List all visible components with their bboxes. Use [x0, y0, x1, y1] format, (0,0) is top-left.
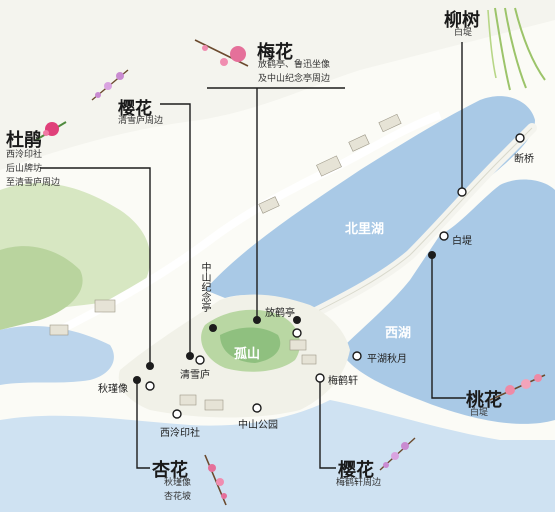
azalea-title: 杜鹃	[6, 130, 42, 151]
plum-title: 梅花	[257, 42, 293, 63]
willow-line-1: 白堤	[454, 28, 473, 38]
plum-line-1: 放鹤亭、鲁迅坐像	[258, 60, 331, 70]
plum-dot	[253, 316, 261, 324]
zhongshan-park-label: 中山公园	[238, 420, 278, 431]
peach-title: 桃花	[466, 390, 502, 411]
apricot-leader	[136, 380, 150, 469]
baidi-label: 白堤	[452, 236, 472, 247]
peach-line-1: 白堤	[470, 408, 489, 418]
apricot-line-2: 杏花坡	[164, 492, 192, 502]
sakura-icon-bottom	[379, 437, 416, 471]
azalea-dot	[146, 362, 154, 370]
peach-dot	[428, 251, 436, 259]
south-water	[0, 400, 555, 512]
buildings	[49, 113, 402, 411]
baidi-causeway-edge	[299, 127, 533, 321]
sakura-bottom-line-1: 梅鹤轩周边	[336, 478, 382, 488]
xiling-dot	[172, 409, 182, 419]
willow-icon	[487, 7, 546, 91]
willow-dot	[457, 187, 467, 197]
west-lake-label: 西湖	[385, 326, 412, 341]
azalea-line-1: 西泠印社	[6, 150, 43, 160]
willow-title: 柳树	[444, 10, 480, 31]
sakura-bottom-title: 樱花	[338, 460, 374, 481]
left-hill-shade	[0, 246, 83, 330]
location-dots	[133, 133, 525, 419]
west-lake	[340, 179, 555, 424]
qingxuelu-dot	[195, 355, 205, 365]
sakura-icon	[91, 69, 129, 101]
sakura-top-line-1: 清雪庐周边	[118, 116, 164, 126]
apricot-dot	[133, 376, 141, 384]
zhongshan-park-dot	[252, 403, 262, 413]
qiujin-dot	[145, 381, 155, 391]
baidi-dot	[439, 231, 449, 241]
qingxuelu-label: 清雪庐	[180, 370, 210, 381]
north-inner-lake-label: 北里湖	[345, 222, 385, 237]
zhongshan-pavilion-label: 中山纪念亭	[199, 262, 210, 312]
zhongshan-pavilion-dot	[209, 324, 217, 332]
sakura-top-title: 樱花	[118, 99, 152, 119]
leader-lines	[40, 42, 466, 469]
north-inner-lake	[205, 96, 535, 310]
peach-blossom-icon	[489, 374, 546, 401]
plum-blossom-icon	[194, 39, 249, 67]
meihexuan-label: 梅鹤轩	[328, 376, 358, 387]
azalea-icon	[35, 121, 67, 141]
apricot-blossom-icon	[204, 454, 227, 506]
azalea-leader	[40, 167, 151, 366]
duanqiao-label: 断桥	[514, 154, 534, 165]
azalea-line-2: 后山牌坊	[6, 164, 43, 174]
meihexuan-dot	[315, 373, 325, 383]
xiling-label: 西泠印社	[160, 428, 200, 439]
fanghe-label: 放鹤亭	[265, 308, 295, 319]
apricot-line-1: 秋瑾像	[164, 478, 192, 488]
west-water	[0, 325, 114, 385]
northern-hills	[0, 0, 555, 170]
sakura-bottom-leader	[319, 378, 336, 469]
gushan-hill-peak	[220, 327, 281, 363]
sakura-top-leader	[160, 103, 191, 356]
azalea-line-3: 至清雪庐周边	[6, 178, 61, 188]
apricot-title: 杏花	[152, 460, 188, 481]
plum-line-2: 及中山纪念亭周边	[258, 74, 331, 84]
duanqiao-dot	[515, 133, 525, 143]
fanghe-pavilion-dot	[292, 328, 302, 338]
sakura-top-dot	[186, 352, 194, 360]
qiujin-label: 秋瑾像	[98, 384, 128, 395]
pinghu-label: 平湖秋月	[367, 354, 407, 365]
peach-leader	[431, 255, 466, 399]
gushan-label: 孤山	[234, 347, 261, 362]
fanghe-dot	[293, 316, 301, 324]
pinghu-dot	[352, 351, 362, 361]
